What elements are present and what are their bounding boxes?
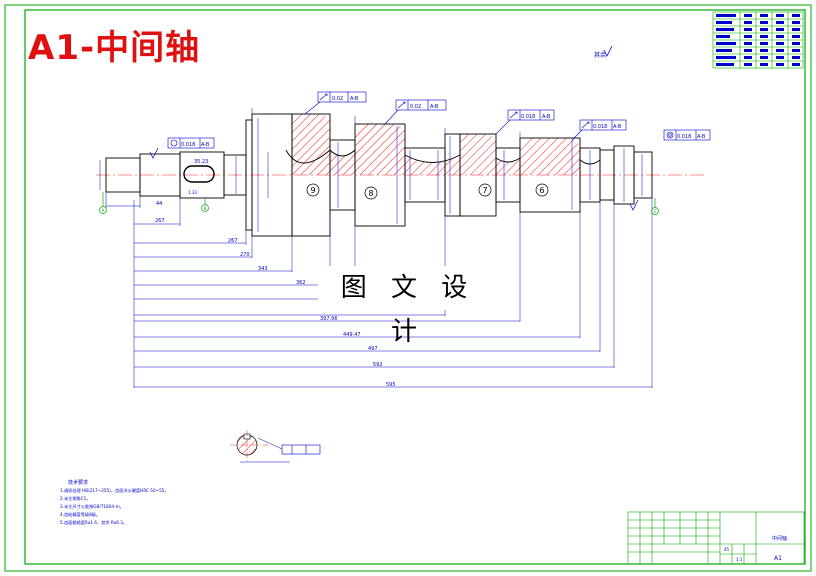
tolerance-texts: 0.02 A-B 0.02 A-B 0.018 A-B 0.018 A-B 0.… [181,96,706,148]
gear-9-label: 9 [310,186,315,195]
drawing-title: A1-中间轴 [28,28,201,68]
gear-8-circle [364,186,378,200]
inner-border [24,9,806,565]
datum-a-label: A [102,208,105,213]
dim-44: 44 [156,201,162,207]
gear-parameter-table [712,11,804,69]
tolerance-symbols [170,93,674,147]
dim-267b: 267 [228,238,238,244]
tol-value-3: 0.018 [521,114,535,120]
gear-6-label: 6 [539,186,544,195]
tech-note-1: 1.调质处理 HB(217~255)，齿面淬火硬度HRC 50~55。 [60,487,169,494]
tol-value-5: 0.018 [181,142,195,148]
roughness-symbols [149,147,639,211]
title-block-part-name: 中间轴 [772,535,787,542]
diameter-marks [99,118,643,232]
tol-value-6: 0.018 [677,134,691,140]
web-hatch-1 [330,150,355,175]
dim-362: 362 [296,280,306,286]
tolerance-frame-2 [384,99,447,125]
tol-ref-2: A-B [430,104,439,110]
title-block [627,511,805,565]
tol-ref-3: A-B [542,114,551,120]
dim-592: 592 [373,362,383,368]
gear-8-section [355,124,405,175]
tol-ref-1: A-B [350,96,359,102]
dim-397: 397.96 [320,316,338,322]
gear-8-label: 8 [368,189,373,198]
tech-note-4: 4.齿轮精度等级8级。 [60,511,100,518]
gear-7-label: 7 [482,186,487,195]
section-detail [230,430,321,463]
gear-7-section [460,134,496,175]
tolerance-frame-5 [167,137,215,149]
gear-table-marks [716,14,800,66]
tol-value-4: 0.018 [593,124,607,130]
datum-markers [99,192,659,215]
gear-9-section [292,114,330,175]
dim-595: 595 [386,382,396,388]
tolerance-frame-3 [495,109,555,135]
datum-b-label: B [204,206,207,211]
web-hatch-2 [405,155,460,175]
dim-keyway-length: 35.23 [194,159,208,165]
gear-6-circle [535,183,549,197]
dim-keyway-depth: 1.33 [188,190,197,195]
tech-notes-heading: 技术要求 [68,479,88,486]
tol-value-1: 0.02 [332,96,343,102]
gear-9-circle [306,183,320,197]
dim-270: 270 [240,252,250,258]
tol-ref-5: A-B [201,142,210,148]
dim-267a: 267 [155,218,165,224]
tolerance-frame-1 [304,91,367,115]
tol-ref-6: A-B [697,134,706,140]
gear-7-circle [478,183,492,197]
watermark: 图 文 设 计 [318,266,498,347]
tech-note-5: 5.齿面粗糙度Ra1.6，其余 Ra6.3。 [60,519,127,526]
gear-6-section [520,138,580,175]
gear-labels [306,183,549,200]
title-block-material: 45 [724,547,730,552]
tol-value-2: 0.02 [410,104,421,110]
roughness-all-label: 其余 [594,51,606,59]
tech-note-2: 2.未注倒角C1。 [60,495,91,502]
dim-343: 343 [258,266,268,272]
tolerance-frame-4 [571,119,627,141]
shaft-outline [105,113,653,237]
length-dimensions: 44 267 267 270 343 362 387 397.96 449.47… [155,201,396,388]
tolerance-frame-6 [663,129,711,141]
dim-497: 497 [368,346,378,352]
outer-border [4,4,812,572]
tol-ref-4: A-B [613,124,622,130]
dim-449: 449.47 [343,332,361,338]
datum-c-label: C [654,209,657,214]
web-hatch-3 [496,158,520,175]
title-block-sheet-size: A1 [774,555,782,562]
roughness-all-symbol [603,45,613,57]
title-block-scale: 1:1 [736,557,743,562]
tech-note-3: 3.未注尺寸公差按GB/T1804-m。 [60,503,124,510]
